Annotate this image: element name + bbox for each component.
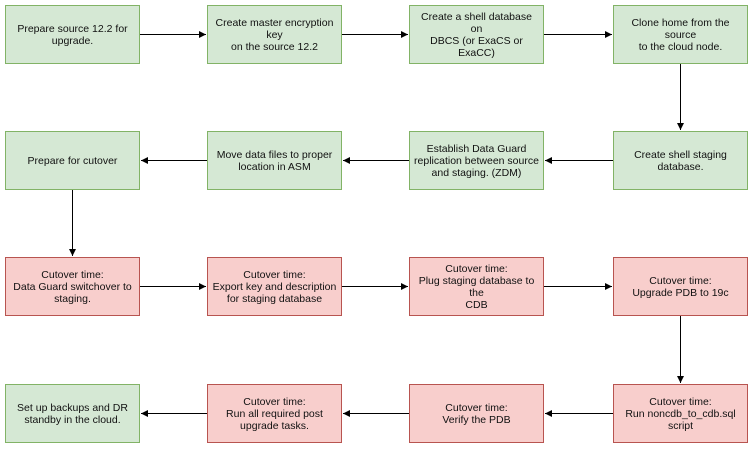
flow-step-label: Create shell staging database. [634, 148, 727, 173]
flow-step-label: Prepare source 12.2 for upgrade. [17, 22, 128, 47]
flow-step-label: Cutover time: Export key and description… [212, 268, 337, 305]
flow-step-label: Move data files to proper location in AS… [216, 148, 333, 173]
flow-step-2: Create master encryption key on the sour… [207, 5, 342, 64]
flow-step-label: Cutover time: Run noncdb_to_cdb.sql scri… [625, 395, 736, 432]
flow-step-7: Move data files to proper location in AS… [207, 131, 342, 190]
flow-step-label: Cutover time: Verify the PDB [442, 401, 511, 426]
flow-step-11: Cutover time: Plug staging database to t… [409, 257, 544, 316]
flow-step-3: Create a shell database on DBCS (or ExaC… [409, 5, 544, 64]
flow-step-9: Cutover time: Data Guard switchover to s… [5, 257, 140, 316]
flow-step-label: Create a shell database on DBCS (or ExaC… [421, 10, 532, 59]
flow-step-15: Cutover time: Run all required post upgr… [207, 384, 342, 443]
flow-step-1: Prepare source 12.2 for upgrade. [5, 5, 140, 64]
flow-step-label: Clone home from the source to the cloud … [631, 16, 730, 53]
flow-step-12: Cutover time: Upgrade PDB to 19c [613, 257, 748, 316]
flow-step-label: Cutover time: Upgrade PDB to 19c [632, 274, 729, 299]
flow-step-8: Prepare for cutover [5, 131, 140, 190]
flow-step-16: Set up backups and DR standby in the clo… [5, 384, 140, 443]
flow-step-6: Establish Data Guard replication between… [409, 131, 544, 190]
flow-step-label: Prepare for cutover [27, 154, 118, 167]
flow-step-4: Clone home from the source to the cloud … [613, 5, 748, 64]
flow-step-label: Set up backups and DR standby in the clo… [17, 401, 128, 426]
flow-step-14: Cutover time: Verify the PDB [409, 384, 544, 443]
flow-step-10: Cutover time: Export key and description… [207, 257, 342, 316]
flow-step-label: Cutover time: Plug staging database to t… [418, 262, 535, 311]
flow-step-label: Establish Data Guard replication between… [414, 142, 539, 179]
flow-step-label: Create master encryption key on the sour… [215, 16, 334, 53]
flow-step-13: Cutover time: Run noncdb_to_cdb.sql scri… [613, 384, 748, 443]
flow-step-5: Create shell staging database. [613, 131, 748, 190]
flow-step-label: Cutover time: Run all required post upgr… [226, 395, 323, 432]
flow-step-label: Cutover time: Data Guard switchover to s… [13, 268, 132, 305]
